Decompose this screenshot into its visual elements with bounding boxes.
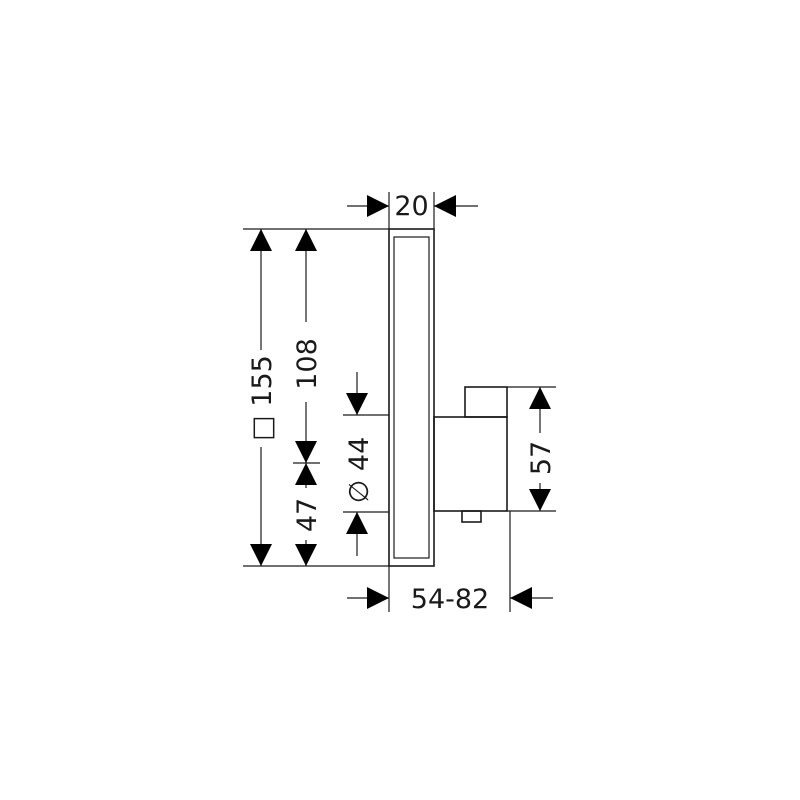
outlet-diameter-value: 44 [344,437,375,471]
valve-top-outlet [464,386,508,418]
dimension-top-width: 20 [347,191,478,229]
arrow-up-icon [295,463,317,485]
arrow-right-icon [367,587,389,609]
arrow-left-icon [510,587,532,609]
plate-height-value: 155 [247,355,278,407]
dimension-label-top-width: 20 [394,191,428,222]
dimension-plate-height: □ 155 [247,229,278,566]
arrow-left-icon [434,195,456,217]
product-outline [388,228,508,567]
arrow-down-icon [295,441,317,463]
dimension-label-upper-height: 108 [292,338,323,390]
dimension-outlet-diameter: ∅ 44 [343,372,389,556]
dimension-upper-height: 108 [292,229,323,463]
arrow-down-icon [346,393,368,415]
dimension-body-height: 57 [507,386,557,512]
dimension-bottom-width: 54-82 [347,511,553,615]
cover-plate [388,228,435,567]
diameter-symbol: ∅ [344,480,375,504]
valve-bottom-stub [461,510,482,523]
arrow-up-icon [250,229,272,251]
arrow-up-icon [529,387,551,409]
dimension-label-plate-height: □ 155 [247,355,278,441]
dimension-label-body-height: 57 [526,441,557,475]
arrow-right-icon [367,195,389,217]
dimension-label-lower-height: 47 [292,498,323,532]
dimension-lower-height: 47 [292,462,323,566]
arrow-down-icon [295,544,317,566]
dimension-label-bottom-width: 54-82 [411,584,489,615]
plate-inner-edge [393,236,430,559]
arrow-up-icon [295,229,317,251]
dimension-label-outlet-diameter: ∅ 44 [344,437,375,503]
square-symbol: □ [247,415,278,441]
arrow-down-icon [529,489,551,511]
arrow-up-icon [346,512,368,534]
valve-body [433,416,508,512]
arrow-down-icon [250,544,272,566]
